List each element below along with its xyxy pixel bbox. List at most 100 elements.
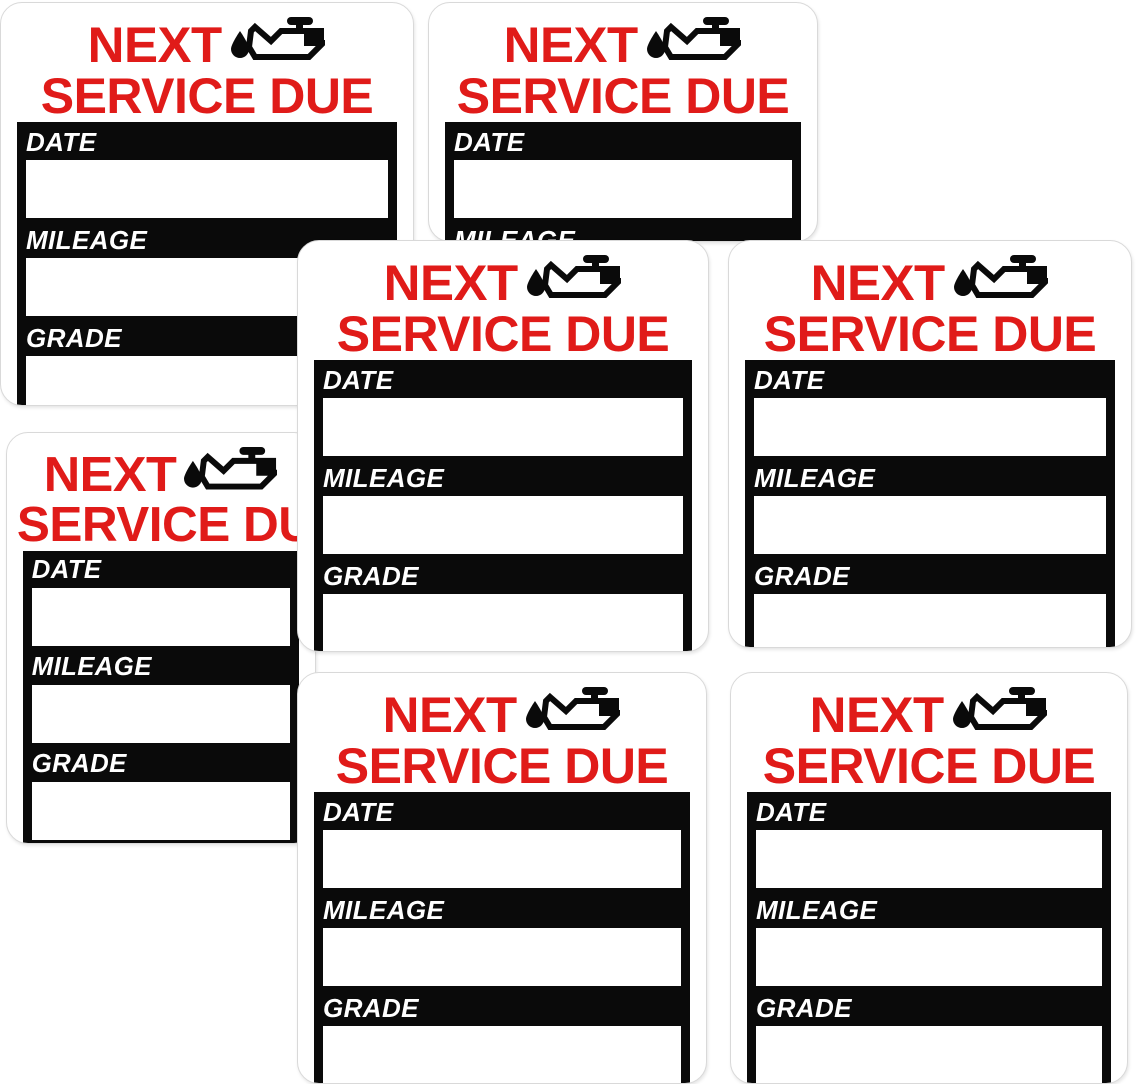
oil-can-icon bbox=[184, 446, 278, 490]
field-label-mileage: MILEAGE bbox=[323, 895, 445, 925]
field-label-mileage: MILEAGE bbox=[31, 652, 152, 681]
field-input-grade[interactable] bbox=[754, 594, 1106, 647]
sticker-bottom-right[interactable]: NEXT SERVICE DUE DATE bbox=[730, 672, 1128, 1084]
fields-panel: DATE MILEAGE GRADE bbox=[745, 360, 1115, 647]
title-line-1-row: NEXT bbox=[11, 17, 403, 73]
field-group: GRADE bbox=[323, 993, 681, 1083]
field-input-grade[interactable] bbox=[31, 782, 291, 840]
field-label-date: DATE bbox=[26, 127, 97, 157]
field-group: MILEAGE bbox=[754, 465, 1106, 554]
field-group: MILEAGE bbox=[756, 897, 1102, 986]
title-line-1-row: NEXT bbox=[741, 687, 1117, 743]
field-input-grade[interactable] bbox=[756, 1026, 1102, 1083]
title-service-due-text: SERVICE DUE bbox=[763, 306, 1097, 362]
field-group: MILEAGE bbox=[454, 225, 792, 242]
field-label-date: DATE bbox=[323, 797, 394, 827]
field-input-date[interactable] bbox=[26, 160, 388, 218]
oil-can-icon bbox=[646, 17, 741, 60]
fields-panel: DATE MILEAGE GRADE bbox=[747, 792, 1111, 1083]
title-next-text: NEXT bbox=[87, 17, 222, 73]
fields-panel: DATE MILEAGE GRADE bbox=[314, 792, 690, 1083]
oil-can-icon bbox=[952, 687, 1047, 730]
title-service-due-text: SERVICE DUE bbox=[456, 68, 790, 124]
title-service-due-text: SERVICE DUE bbox=[40, 68, 374, 124]
title-next-text: NEXT bbox=[810, 255, 945, 311]
title-line-1-row: NEXT bbox=[308, 687, 696, 743]
title-next-text: NEXT bbox=[382, 687, 517, 743]
title-service-due-text: SERVICE DUE bbox=[762, 738, 1096, 794]
sticker-middle-right[interactable]: NEXT SERVICE DUE DATE bbox=[728, 240, 1132, 648]
title-line-1-row: NEXT bbox=[17, 446, 305, 502]
field-label-date: DATE bbox=[454, 127, 525, 157]
field-group: MILEAGE bbox=[323, 897, 681, 986]
field-input-mileage[interactable] bbox=[756, 928, 1102, 986]
sticker-header: NEXT SERVICE DUE bbox=[429, 3, 817, 122]
field-label-grade: GRADE bbox=[31, 749, 127, 778]
fields-panel: DATE MILEAGE GRADE bbox=[445, 122, 801, 242]
field-group: DATE bbox=[31, 555, 291, 646]
title-next-text: NEXT bbox=[383, 255, 518, 311]
sticker-header: NEXT SERVICE DUE bbox=[731, 673, 1127, 792]
sticker-top-right[interactable]: NEXT SERVICE DUE DATE bbox=[428, 2, 818, 242]
field-group: DATE bbox=[323, 367, 683, 456]
field-label-grade: GRADE bbox=[26, 323, 122, 353]
field-input-date[interactable] bbox=[756, 830, 1102, 888]
field-group: MILEAGE bbox=[31, 652, 291, 743]
field-group: GRADE bbox=[31, 749, 291, 840]
title-line-1-row: NEXT bbox=[739, 255, 1121, 311]
field-group: GRADE bbox=[323, 561, 683, 651]
sticker-bottom-left[interactable]: NEXT SERVICE DUE DATE bbox=[297, 672, 707, 1084]
field-label-grade: GRADE bbox=[323, 561, 419, 591]
sticker-header: NEXT SERVICE DUE bbox=[298, 673, 706, 792]
field-label-grade: GRADE bbox=[756, 993, 852, 1023]
field-label-mileage: MILEAGE bbox=[754, 463, 876, 493]
title-service-due-text: SERVICE DUE bbox=[336, 306, 670, 362]
title-next-text: NEXT bbox=[43, 446, 176, 502]
field-label-mileage: MILEAGE bbox=[454, 225, 576, 242]
field-label-date: DATE bbox=[754, 365, 825, 395]
field-input-grade[interactable] bbox=[323, 594, 683, 651]
sticker-header: NEXT SERVICE DUE bbox=[729, 241, 1131, 360]
title-line-1-row: NEXT bbox=[439, 17, 807, 73]
sticker-center[interactable]: NEXT SERVICE DUE DATE bbox=[297, 240, 709, 652]
field-input-date[interactable] bbox=[323, 398, 683, 456]
field-group: MILEAGE bbox=[323, 465, 683, 554]
field-input-mileage[interactable] bbox=[754, 496, 1106, 554]
field-input-date[interactable] bbox=[31, 588, 291, 646]
title-line-1-row: NEXT bbox=[308, 255, 698, 311]
fields-panel: DATE MILEAGE GRADE bbox=[22, 550, 300, 843]
field-input-date[interactable] bbox=[454, 160, 792, 218]
fields-panel: DATE MILEAGE GRADE bbox=[314, 360, 692, 651]
field-input-mileage[interactable] bbox=[323, 928, 681, 986]
oil-can-icon bbox=[230, 17, 325, 60]
sticker-header: NEXT SERVICE DUE bbox=[7, 433, 315, 551]
sticker-middle-left[interactable]: NEXT SERVICE DUE DATE bbox=[6, 432, 316, 844]
oil-can-icon bbox=[953, 255, 1048, 298]
field-input-date[interactable] bbox=[754, 398, 1106, 456]
field-input-date[interactable] bbox=[323, 830, 681, 888]
field-label-grade: GRADE bbox=[754, 561, 850, 591]
field-input-mileage[interactable] bbox=[31, 685, 291, 743]
field-group: DATE bbox=[754, 367, 1106, 456]
title-next-text: NEXT bbox=[809, 687, 944, 743]
field-label-date: DATE bbox=[31, 555, 102, 584]
field-label-grade: GRADE bbox=[323, 993, 419, 1023]
field-group: DATE bbox=[26, 129, 388, 218]
field-label-mileage: MILEAGE bbox=[756, 895, 878, 925]
field-input-mileage[interactable] bbox=[323, 496, 683, 554]
field-group: DATE bbox=[323, 799, 681, 888]
field-input-grade[interactable] bbox=[323, 1026, 681, 1083]
sticker-header: NEXT SERVICE DUE bbox=[1, 3, 413, 122]
field-label-mileage: MILEAGE bbox=[26, 225, 148, 255]
oil-can-icon bbox=[526, 255, 621, 298]
oil-can-icon bbox=[525, 687, 620, 730]
field-group: GRADE bbox=[754, 561, 1106, 647]
sticker-header: NEXT SERVICE DUE bbox=[298, 241, 708, 360]
field-group: GRADE bbox=[756, 993, 1102, 1083]
title-next-text: NEXT bbox=[503, 17, 638, 73]
field-label-date: DATE bbox=[756, 797, 827, 827]
title-service-due-text: SERVICE DUE bbox=[16, 497, 316, 553]
field-label-date: DATE bbox=[323, 365, 394, 395]
field-label-mileage: MILEAGE bbox=[323, 463, 445, 493]
